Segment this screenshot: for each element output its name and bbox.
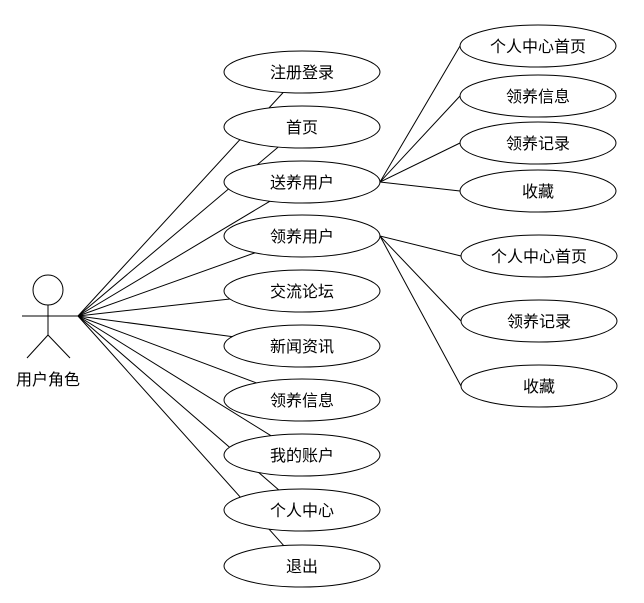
use-case-label: 收藏 — [523, 377, 555, 396]
use-case-ellipse — [223, 269, 381, 313]
edge-actor-to-adopter-user — [77, 252, 256, 317]
edge-actor-to-news — [77, 315, 233, 338]
use-case-ellipse — [460, 364, 618, 408]
use-case-adopter-adopt-records[interactable]: 领养记录 — [460, 299, 618, 343]
use-case-ellipse — [460, 299, 618, 343]
edge-actor-to-adopt-info — [77, 315, 257, 384]
use-case-ellipse — [223, 105, 381, 149]
use-case-label: 领养信息 — [270, 391, 334, 410]
use-case-sender-user[interactable]: 送养用户 — [223, 160, 381, 204]
edge-adopter-to-adopter-adopt-records — [379, 235, 462, 322]
actor-left-leg — [26, 334, 49, 359]
use-case-label: 领养记录 — [507, 312, 571, 331]
edge-actor-to-my-account — [77, 315, 272, 437]
use-case-my-account[interactable]: 我的账户 — [223, 433, 381, 477]
edge-actor-to-sender-user — [77, 200, 271, 317]
use-case-home[interactable]: 首页 — [223, 105, 381, 149]
use-case-label: 首页 — [286, 118, 318, 137]
edge-sender-to-sender-personal-home — [379, 45, 461, 183]
use-case-ellipse — [460, 234, 618, 278]
use-case-ellipse — [459, 74, 617, 118]
use-case-adopter-personal-home[interactable]: 个人中心首页 — [460, 234, 618, 278]
use-case-logout[interactable]: 退出 — [223, 544, 381, 588]
edge-actor-to-forum — [77, 298, 231, 317]
use-case-sender-adopt-records[interactable]: 领养记录 — [459, 121, 617, 165]
actor-user-role: 用户角色 — [16, 274, 80, 389]
use-case-news[interactable]: 新闻资讯 — [223, 324, 381, 368]
use-case-ellipse — [223, 50, 381, 94]
use-case-label: 个人中心首页 — [491, 247, 587, 266]
edge-sender-to-sender-adopt-info — [379, 95, 461, 183]
use-case-label: 领养信息 — [506, 87, 570, 106]
use-case-ellipse — [459, 121, 617, 165]
use-case-ellipse — [223, 214, 381, 258]
use-case-label: 送养用户 — [270, 173, 334, 192]
use-case-label: 个人中心首页 — [490, 37, 586, 56]
use-case-label: 新闻资讯 — [270, 337, 334, 356]
actor-label: 用户角色 — [16, 370, 80, 389]
use-case-label: 我的账户 — [270, 446, 334, 465]
use-case-ellipse — [223, 544, 381, 588]
use-case-label: 收藏 — [522, 182, 554, 201]
use-case-label: 退出 — [286, 557, 318, 576]
use-case-ellipse — [459, 169, 617, 213]
use-case-label: 交流论坛 — [270, 282, 334, 301]
use-case-label: 领养记录 — [506, 134, 570, 153]
use-case-nodes: 注册登录首页送养用户领养用户交流论坛新闻资讯领养信息我的账户个人中心退出个人中心… — [223, 24, 618, 588]
use-case-forum[interactable]: 交流论坛 — [223, 269, 381, 313]
edge-sender-to-sender-favorites — [379, 181, 461, 192]
use-case-ellipse — [223, 488, 381, 532]
edge-sender-to-sender-adopt-records — [379, 142, 461, 183]
use-case-ellipse — [223, 160, 381, 204]
use-case-adopter-favorites[interactable]: 收藏 — [460, 364, 618, 408]
actor-head — [32, 274, 64, 306]
use-case-sender-personal-home[interactable]: 个人中心首页 — [459, 24, 617, 68]
use-case-adopt-info[interactable]: 领养信息 — [223, 378, 381, 422]
actor-right-leg — [47, 334, 71, 359]
use-case-label: 个人中心 — [270, 501, 334, 520]
use-case-ellipse — [223, 433, 381, 477]
use-case-label: 注册登录 — [270, 63, 334, 82]
use-case-ellipse — [459, 24, 617, 68]
use-case-sender-favorites[interactable]: 收藏 — [459, 169, 617, 213]
use-case-personal-center[interactable]: 个人中心 — [223, 488, 381, 532]
use-case-ellipse — [223, 378, 381, 422]
use-case-adopter-user[interactable]: 领养用户 — [223, 214, 381, 258]
edge-adopter-to-adopter-personal-home — [379, 235, 462, 257]
use-case-sender-adopt-info[interactable]: 领养信息 — [459, 74, 617, 118]
use-case-register-login[interactable]: 注册登录 — [223, 50, 381, 94]
edge-adopter-to-adopter-favorites — [379, 235, 462, 387]
use-case-ellipse — [223, 324, 381, 368]
use-case-label: 领养用户 — [270, 227, 334, 246]
